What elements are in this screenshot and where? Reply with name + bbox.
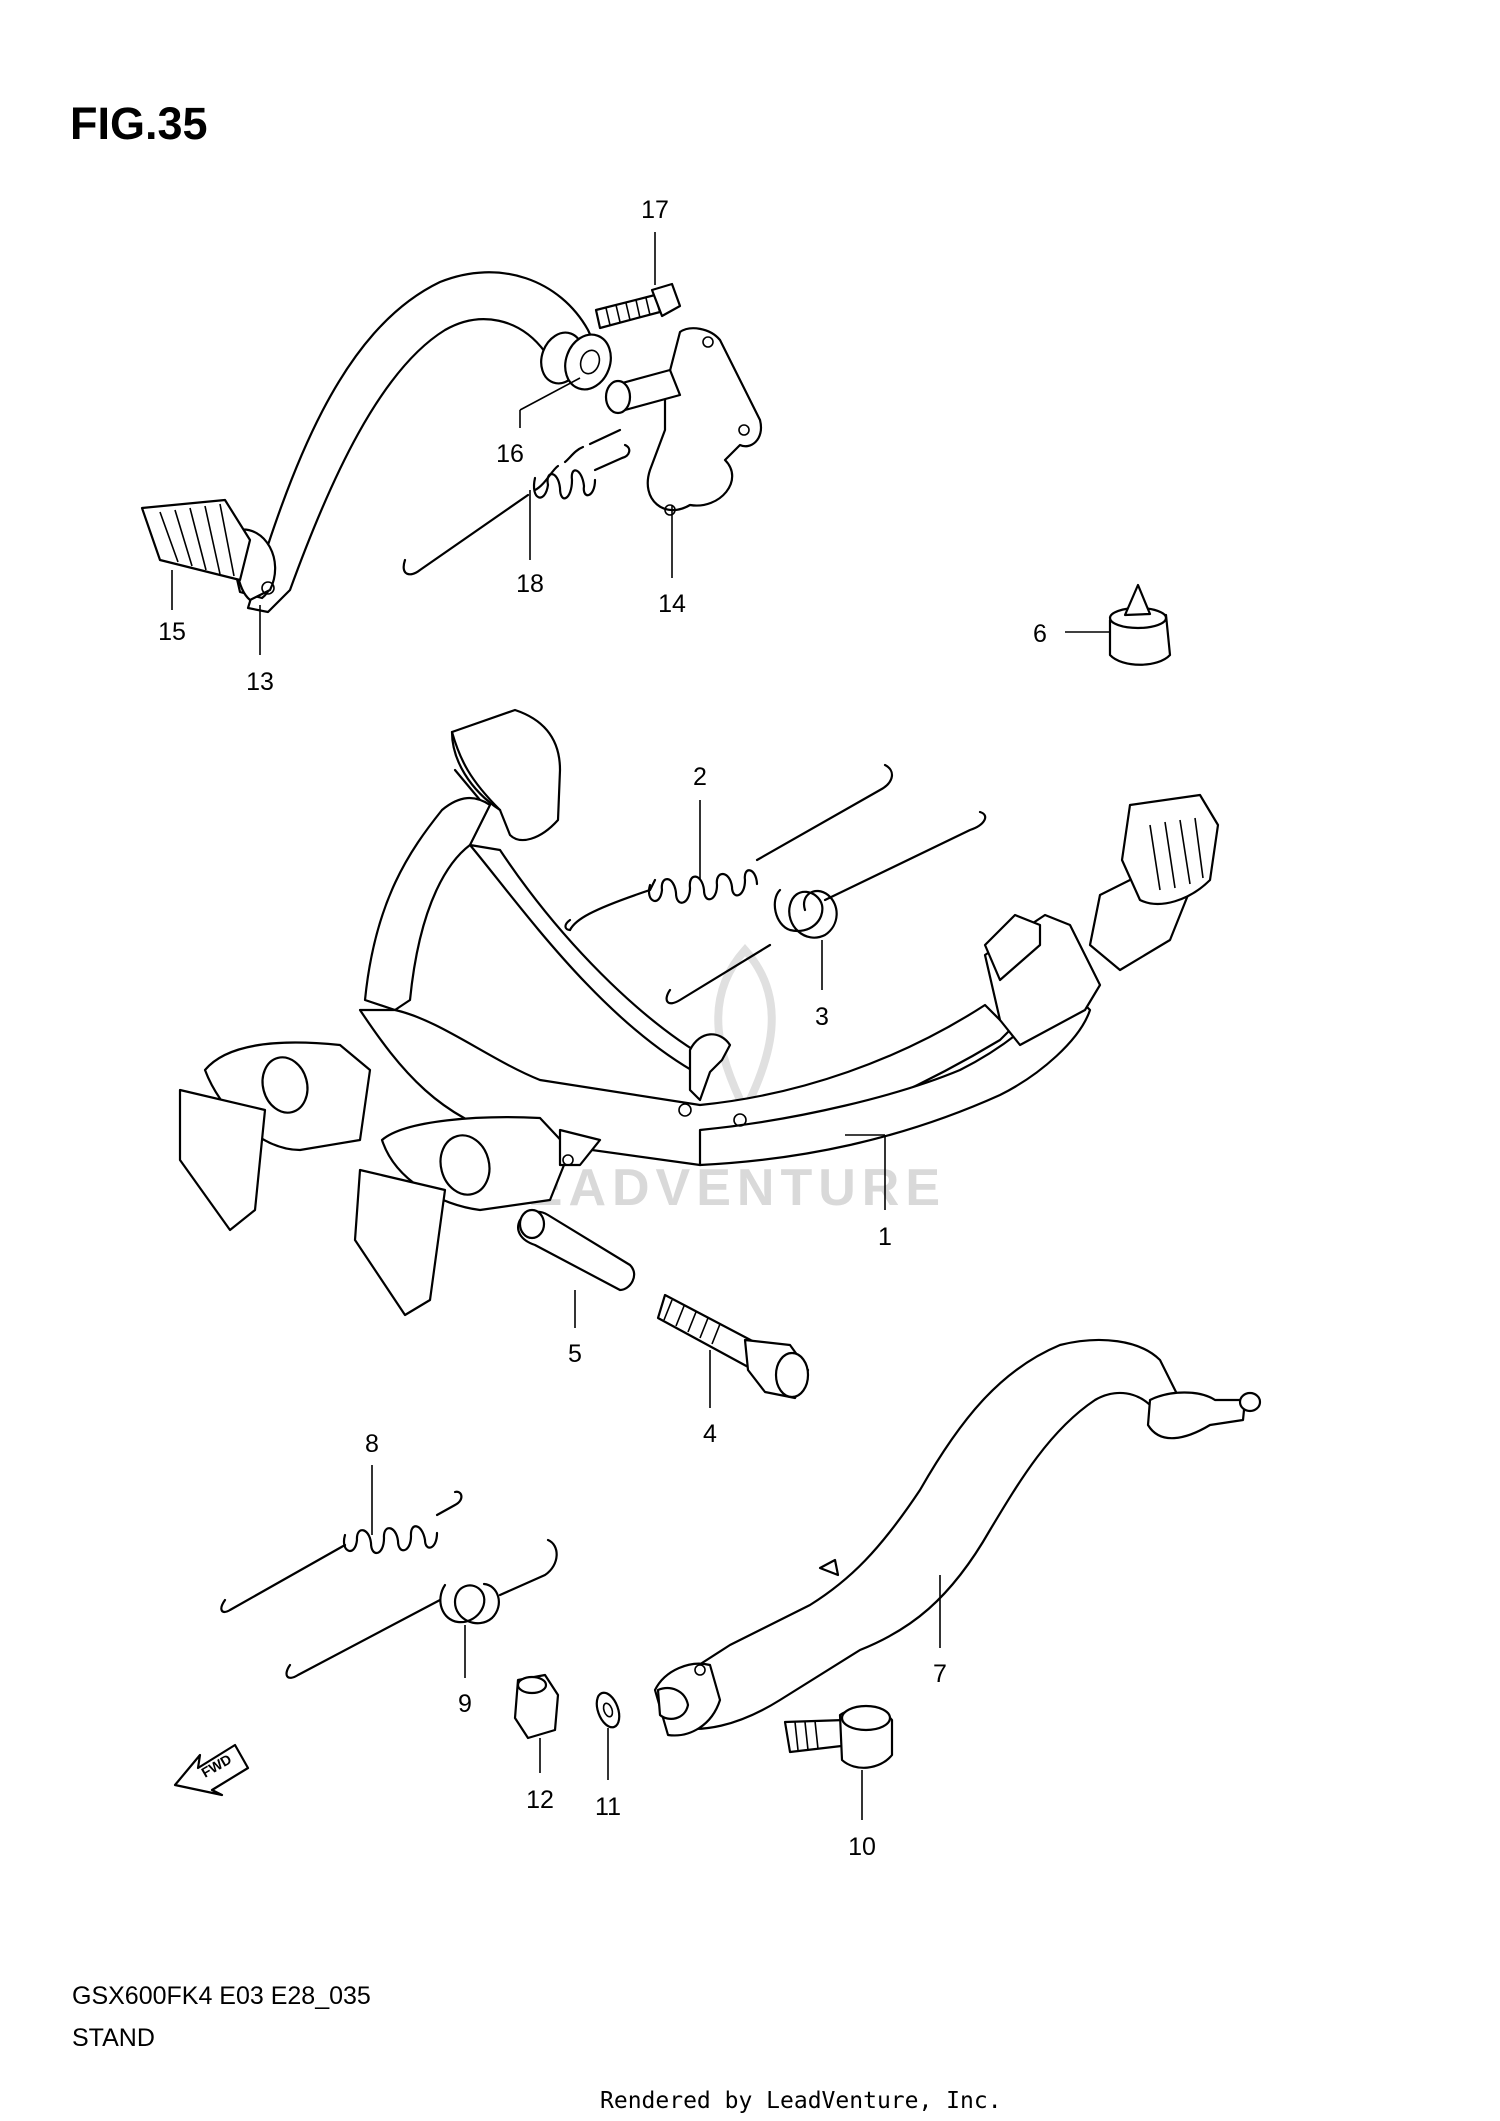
rendered-by-credit: Rendered by LeadVenture, Inc. xyxy=(600,2088,1002,2114)
watermark: LEADVENTURE xyxy=(490,944,946,1217)
callout-14: 14 xyxy=(658,590,686,618)
part-12-nut xyxy=(513,1673,560,1740)
callout-10: 10 xyxy=(848,1833,876,1861)
callout-11: 11 xyxy=(595,1793,621,1821)
part-11-washer xyxy=(595,1691,621,1729)
callout-8: 8 xyxy=(365,1430,379,1458)
fwd-arrow-icon: FWD xyxy=(173,1743,250,1797)
callout-4: 4 xyxy=(703,1420,717,1448)
watermark-text: LEADVENTURE xyxy=(490,1159,946,1217)
callout-9: 9 xyxy=(458,1690,472,1718)
callout-15: 15 xyxy=(158,618,186,646)
callout-2: 2 xyxy=(693,763,707,791)
leader-lines xyxy=(171,232,1110,1820)
callout-7: 7 xyxy=(933,1660,947,1688)
callout-6: 6 xyxy=(1033,620,1047,648)
part-10-pivot-bolt xyxy=(783,1704,894,1769)
part-7-side-stand xyxy=(653,1338,1262,1737)
part-5-pin xyxy=(517,1208,636,1292)
callout-13: 13 xyxy=(246,668,274,696)
part-18-spring xyxy=(402,428,631,576)
callout-12: 12 xyxy=(526,1786,554,1814)
model-code: GSX600FK4 E03 E28_035 xyxy=(72,1982,371,2010)
callout-5: 5 xyxy=(568,1340,582,1368)
part-13-brake-pedal xyxy=(226,271,602,614)
part-8-spring xyxy=(220,1490,463,1614)
callout-17: 17 xyxy=(641,196,669,224)
part-6-stopper xyxy=(1108,583,1172,666)
callout-16: 16 xyxy=(496,440,524,468)
callout-1: 1 xyxy=(878,1223,892,1251)
callout-3: 3 xyxy=(815,1003,829,1031)
part-9-spring xyxy=(285,1538,558,1679)
part-16-washer xyxy=(540,331,612,391)
part-1-center-stand xyxy=(178,708,1220,1317)
part-14-bracket xyxy=(604,327,763,516)
part-15-rubber-pad xyxy=(140,498,252,582)
part-4-bolt xyxy=(656,1293,810,1400)
callout-labels: 17 16 18 14 15 13 6 2 3 1 5 4 8 9 7 10 1… xyxy=(158,196,1047,1861)
part-17-bolt xyxy=(594,282,682,330)
part-2-spring xyxy=(564,763,893,932)
figure-title: FIG.35 xyxy=(70,98,208,149)
callout-18: 18 xyxy=(516,570,544,598)
part-3-spring xyxy=(665,810,987,1005)
figure-name: STAND xyxy=(72,2024,155,2052)
